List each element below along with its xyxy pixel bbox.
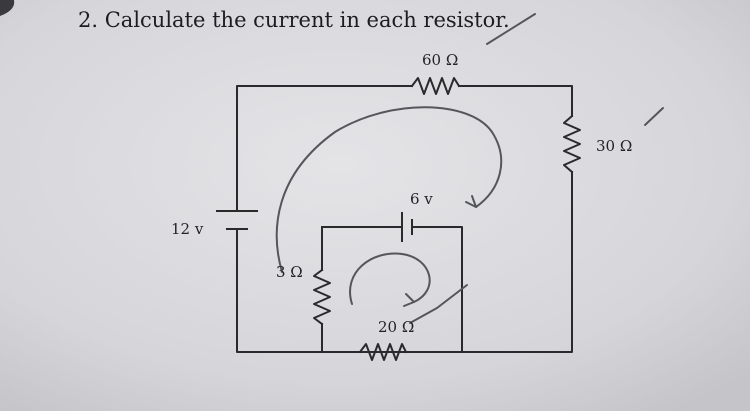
wire-right — [236, 171, 573, 353]
check-mark-30-ohm — [644, 107, 664, 126]
question-heading: 2. Calculate the current in each resisto… — [78, 8, 510, 32]
wire-inner-top-right — [411, 226, 463, 353]
inner-current-loop-arrow — [349, 252, 431, 305]
resistor-3-ohm — [313, 268, 331, 326]
check-mark-20-ohm — [409, 284, 468, 324]
label-6-volt: 6 v — [410, 190, 433, 208]
outer-current-loop-arrow — [275, 106, 503, 273]
resistor-20-ohm — [358, 343, 408, 361]
wire-top-left — [236, 85, 413, 212]
inner-loop-arrowhead — [403, 293, 415, 307]
question-number: 2. — [78, 8, 99, 32]
label-3-ohm: 3 Ω — [276, 263, 303, 281]
question-text: Calculate the current in each resistor. — [104, 8, 510, 32]
label-12-volt: 12 v — [171, 220, 204, 238]
label-30-ohm: 30 Ω — [596, 137, 633, 155]
binder-hole-shadow — [0, 0, 15, 16]
label-60-ohm: 60 Ω — [422, 51, 459, 69]
label-20-ohm: 20 Ω — [378, 318, 415, 336]
resistor-60-ohm — [410, 77, 461, 95]
wire-top-right — [458, 85, 573, 117]
resistor-30-ohm — [563, 114, 581, 174]
outer-loop-arrowhead — [465, 195, 477, 208]
check-mark-top — [486, 13, 536, 45]
